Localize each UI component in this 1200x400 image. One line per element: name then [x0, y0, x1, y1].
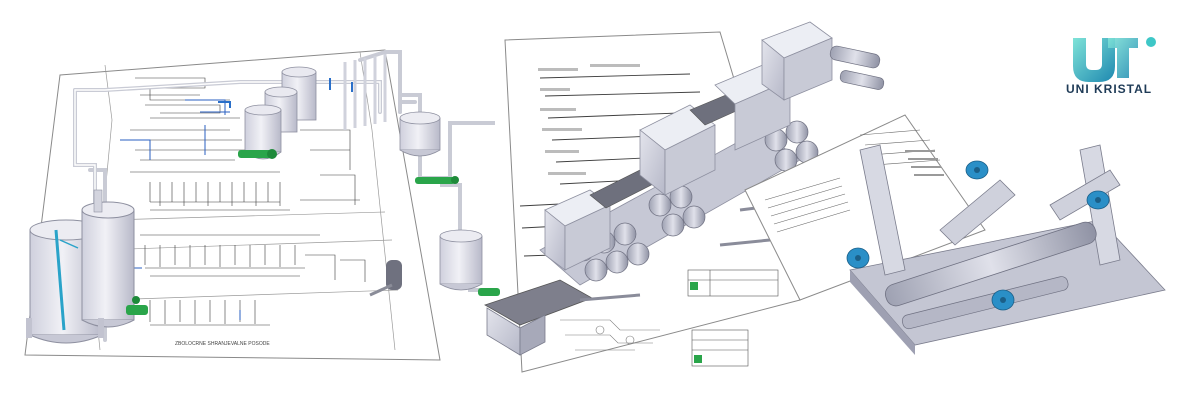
piping-diagram-sheet: ZBOLOCRNE SHRANJEVALNE POSODE	[24, 49, 441, 361]
tank-mid-upper	[399, 111, 441, 157]
spec-table-sheet	[744, 114, 986, 301]
valve-green-lower	[478, 288, 500, 296]
tank-mid-lower	[439, 229, 483, 291]
logo-mark-u	[1073, 38, 1115, 82]
brand-name: UNI KRISTAL	[1066, 82, 1153, 96]
valve-green-mid	[415, 176, 459, 184]
transfer-piping	[399, 93, 500, 296]
roll-stand-machine	[846, 144, 1166, 355]
pump-green	[238, 149, 277, 159]
storage-tank-large	[26, 189, 135, 344]
filter-unit	[369, 260, 402, 297]
logo-mark-k	[1108, 38, 1138, 78]
logo-dot-icon	[1146, 37, 1156, 47]
conveyor-machine	[484, 21, 885, 356]
valve-green-left	[126, 296, 148, 315]
sheet-caption: ZBOLOCRNE SHRANJEVALNE POSODE	[175, 341, 270, 347]
storage-tank-small	[244, 66, 317, 160]
uni-kristal-logo	[1073, 37, 1156, 82]
